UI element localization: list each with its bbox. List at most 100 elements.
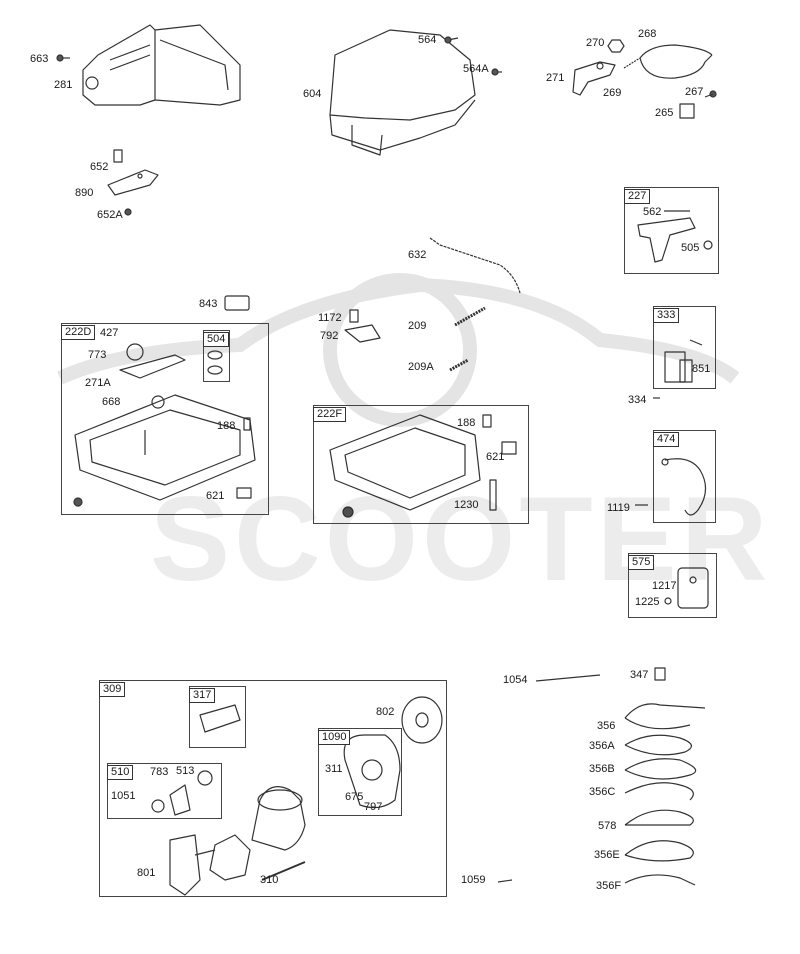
drive-510	[151, 770, 213, 816]
group-222F-label: 222F	[313, 407, 347, 422]
base-222D	[74, 343, 256, 501]
group-474-box	[653, 430, 716, 523]
group-575-box	[628, 553, 717, 618]
part-652: 652	[90, 161, 109, 173]
part-356E: 356E	[594, 849, 620, 861]
base-222F	[329, 414, 481, 518]
part-783: 783	[150, 766, 169, 778]
starter-309	[169, 786, 306, 896]
part-562: 562	[643, 206, 662, 218]
group-333-box	[653, 306, 716, 389]
switch-333	[664, 339, 703, 383]
screw-188a	[243, 417, 251, 431]
part-668: 668	[102, 396, 121, 408]
part-1230: 1230	[454, 499, 479, 511]
part-265: 265	[655, 107, 674, 119]
group-227-label: 227	[624, 189, 651, 204]
group-222D-label: 222D	[61, 325, 96, 340]
clip-265	[679, 103, 695, 119]
part-356B: 356B	[589, 763, 615, 775]
clip-621b	[501, 441, 517, 455]
screw-652A	[124, 208, 132, 216]
screw-663	[56, 54, 70, 62]
group-1090-box	[318, 728, 402, 816]
part-621a: 621	[206, 490, 225, 502]
part-663: 663	[30, 53, 49, 65]
watermark-text: SCOOTER	[150, 472, 772, 606]
part-675: 675	[345, 791, 364, 803]
part-356C: 356C	[589, 786, 616, 798]
part-564: 564	[418, 34, 437, 46]
part-564A: 564A	[463, 63, 489, 75]
part-792: 792	[320, 330, 339, 342]
part-802: 802	[376, 706, 395, 718]
wire-356	[624, 703, 706, 730]
bracket-227	[637, 210, 713, 263]
group-333-label: 333	[653, 308, 680, 323]
part-1217: 1217	[652, 580, 677, 592]
part-513: 513	[176, 765, 195, 777]
pad-843	[224, 295, 250, 311]
group-222F-box	[313, 405, 529, 524]
part-269: 269	[603, 87, 622, 99]
part-209A: 209A	[408, 361, 434, 373]
gasket-802	[401, 696, 443, 744]
screw-564	[444, 36, 459, 44]
brush-317	[199, 704, 241, 733]
group-510-label: 510	[107, 765, 134, 780]
control-bracket-281	[82, 24, 241, 106]
part-268: 268	[638, 28, 657, 40]
screw-1172	[349, 309, 359, 323]
part-604: 604	[303, 88, 322, 100]
part-427: 427	[100, 327, 119, 339]
part-621b: 621	[486, 451, 505, 463]
part-851: 851	[692, 363, 711, 375]
part-209: 209	[408, 320, 427, 332]
part-652A: 652A	[97, 209, 123, 221]
part-578: 578	[598, 820, 617, 832]
part-632: 632	[408, 249, 427, 261]
part-267: 267	[685, 86, 704, 98]
stud-1230	[489, 479, 497, 511]
group-474-label: 474	[653, 432, 680, 447]
spring-269	[623, 57, 641, 69]
group-317-label: 317	[189, 688, 216, 703]
nut-270	[607, 39, 625, 53]
group-222D-box	[61, 323, 269, 515]
part-773: 773	[88, 349, 107, 361]
wire-356A	[624, 734, 692, 756]
part-1051: 1051	[111, 790, 136, 802]
wire-356E	[624, 840, 694, 862]
screw-1059	[497, 879, 513, 883]
part-797: 797	[364, 801, 383, 813]
part-1054: 1054	[503, 674, 528, 686]
screw-222D	[73, 497, 83, 507]
screw-267	[704, 90, 717, 98]
rectifier-575	[664, 567, 709, 609]
part-356F: 356F	[596, 880, 622, 892]
part-356A: 356A	[589, 740, 615, 752]
part-1059: 1059	[461, 874, 486, 886]
group-575-label: 575	[628, 555, 655, 570]
part-271A: 271A	[85, 377, 111, 389]
lever-271	[572, 61, 616, 96]
screw-188b	[482, 414, 492, 428]
part-334: 334	[628, 394, 647, 406]
part-271: 271	[546, 72, 565, 84]
part-1119: 1119	[607, 502, 630, 514]
part-311: 311	[325, 763, 343, 775]
group-309-box	[99, 680, 447, 897]
watermark-scooter-silhouette	[57, 273, 740, 427]
group-227-box	[624, 187, 719, 274]
washers-504	[207, 350, 223, 375]
bracket-890	[107, 169, 159, 196]
part-505: 505	[681, 242, 700, 254]
part-188a: 188	[217, 420, 236, 432]
wire-356C	[624, 782, 694, 801]
connector-347	[654, 667, 666, 681]
part-356: 356	[597, 720, 616, 732]
spring-209A	[449, 358, 469, 372]
part-310: 310	[260, 874, 279, 886]
part-1172: 1172	[318, 312, 342, 324]
